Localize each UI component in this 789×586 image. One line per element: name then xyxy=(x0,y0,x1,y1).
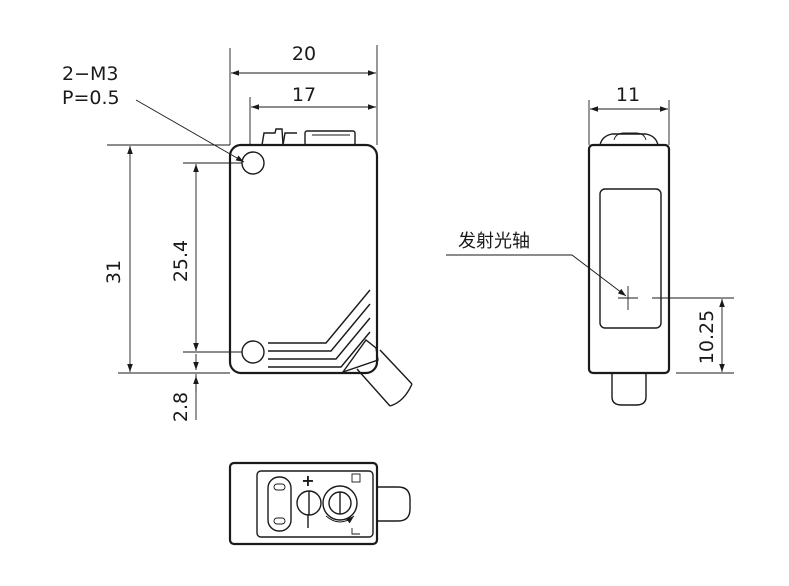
side-top-cap xyxy=(599,133,659,146)
dim-label-2-8: 2.8 xyxy=(170,392,192,422)
thread-note-line2: P=0.5 xyxy=(62,87,120,109)
mount-hole-top xyxy=(241,151,265,175)
side-cable xyxy=(611,373,647,406)
front-view: 20 17 2−M3 P=0.5 31 xyxy=(62,43,413,422)
mode-indicator-corner xyxy=(351,528,360,535)
top-connector-left xyxy=(261,128,284,146)
indicator-capsule xyxy=(267,476,292,532)
emission-axis-leader xyxy=(446,254,627,297)
mount-hole-bottom xyxy=(241,340,265,364)
dim-label-10-25: 10.25 xyxy=(696,310,718,364)
side-view: 11 发射光轴 10.25 xyxy=(446,84,734,406)
dim-label-11: 11 xyxy=(616,84,640,106)
side-top-cap-inner xyxy=(613,132,647,141)
panel-cable-stub xyxy=(377,486,411,522)
dim-label-20: 20 xyxy=(292,43,316,65)
side-body-outline xyxy=(587,143,671,375)
front-body-outline xyxy=(228,143,379,375)
top-connector-block xyxy=(304,130,356,146)
mode-indicator-square xyxy=(351,473,361,483)
emission-axis-label: 发射光轴 xyxy=(458,231,530,252)
thread-leader xyxy=(135,99,245,163)
mode-dial-ring[interactable] xyxy=(322,485,358,521)
dim-label-17: 17 xyxy=(292,84,316,106)
dim-label-25-4: 25.4 xyxy=(170,240,192,282)
indicator-led-bottom xyxy=(273,517,286,525)
grip-lines xyxy=(268,289,371,368)
top-connector-mid xyxy=(282,132,297,146)
cable-strain-relief xyxy=(341,338,379,374)
plus-symbol: + xyxy=(301,471,314,490)
dial-rotation-arrow xyxy=(325,515,355,524)
panel-view: + xyxy=(228,461,411,546)
dim-label-31: 31 xyxy=(103,260,125,284)
panel-body-outline xyxy=(228,461,379,546)
lens-window xyxy=(599,188,662,329)
panel-recess xyxy=(256,470,374,538)
thread-note-line1: 2−M3 xyxy=(62,63,119,85)
indicator-led-top xyxy=(273,483,286,491)
cable xyxy=(356,349,413,407)
